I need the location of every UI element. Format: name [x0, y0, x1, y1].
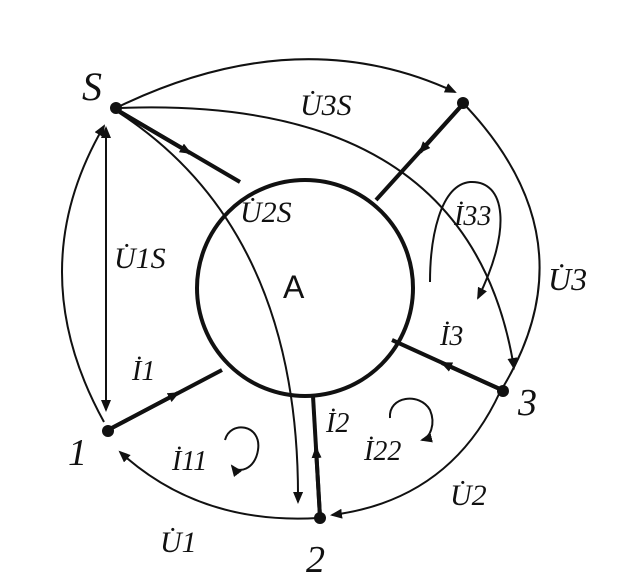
voltage-label-u3: U̇3	[548, 261, 587, 297]
current-label-i2: İ2	[325, 408, 349, 439]
loop-current-i33	[429, 180, 502, 300]
voltage-curve-s-3	[119, 106, 518, 370]
current-label-i3: İ3	[439, 321, 463, 352]
node-label-2: 2	[306, 539, 325, 581]
wire-3s-arrow	[418, 102, 465, 154]
network-circle-a	[195, 178, 415, 398]
voltage-arc-u3s	[119, 58, 457, 107]
node-label-3: 3	[517, 382, 537, 424]
wire-3-arrow	[440, 361, 503, 392]
loop-current-i11	[224, 426, 260, 477]
current-label-i22: İ22	[363, 436, 401, 467]
voltage-arc-u1	[118, 450, 319, 520]
current-label-i1: İ1	[131, 356, 155, 387]
current-label-i11: İ11	[171, 446, 207, 477]
node-1	[102, 425, 114, 437]
voltage-label-u1s: U̇1S	[114, 242, 166, 275]
voltage-arc-s-1	[61, 124, 106, 423]
current-label-i33: İ33	[453, 201, 491, 232]
voltage-label-u3s: U̇3S	[300, 89, 352, 122]
node-label-s: S	[82, 64, 102, 109]
node-s	[110, 102, 122, 114]
voltage-label-u2: U̇2	[450, 479, 487, 512]
node-2	[314, 512, 326, 524]
voltage-label-u2s: U̇2S	[240, 196, 292, 229]
voltage-curve-s-2	[117, 111, 304, 504]
voltage-label-u1: U̇1	[160, 526, 197, 559]
wire-1-arrow	[107, 391, 180, 432]
wire-s-arrow	[115, 108, 192, 155]
node-label-1: 1	[68, 432, 87, 474]
loop-current-i22	[388, 397, 434, 443]
network-label-a: A	[283, 269, 305, 305]
voltage-arc-u3	[461, 101, 541, 393]
node-3s-junction	[457, 97, 469, 109]
wire-2-arrow	[311, 446, 322, 518]
voltage-arc-u2	[330, 391, 501, 519]
node-3	[497, 385, 509, 397]
